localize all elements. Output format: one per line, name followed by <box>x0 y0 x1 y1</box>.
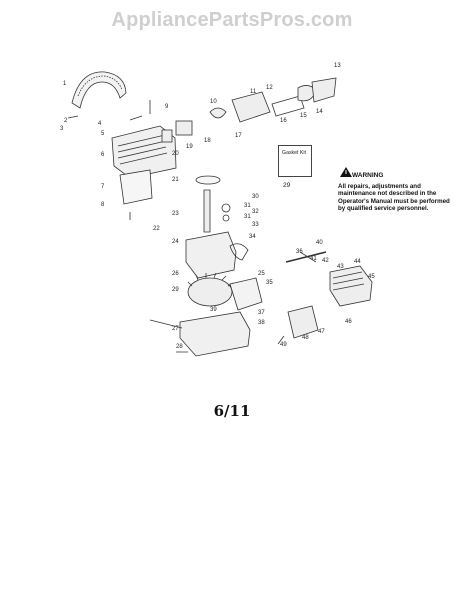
callout-31a: 31 <box>244 203 251 209</box>
callout-47: 47 <box>318 329 325 335</box>
callout-17: 17 <box>235 133 242 139</box>
crankcase-shape <box>185 231 237 279</box>
callout-35: 35 <box>266 280 273 286</box>
callout-37: 37 <box>258 310 265 316</box>
callout-32: 32 <box>252 209 259 215</box>
callout-24: 24 <box>172 239 179 245</box>
callout-12: 12 <box>266 85 273 91</box>
callout-3: 3 <box>60 126 64 132</box>
callout-21: 21 <box>172 177 179 183</box>
callout-42: 42 <box>322 258 329 264</box>
callout-22: 22 <box>153 226 160 232</box>
fuel-tank-shape <box>179 311 251 357</box>
callout-6: 6 <box>101 152 105 158</box>
callout-46: 46 <box>345 319 352 325</box>
callout-36: 36 <box>296 249 303 255</box>
callout-41: 41 <box>310 256 317 262</box>
callout-16: 16 <box>280 118 287 124</box>
bracket-shape <box>119 169 153 205</box>
callout-5: 5 <box>101 131 105 137</box>
warning-title: WARNING <box>352 172 384 179</box>
callout-20: 20 <box>172 151 179 157</box>
warning-body: All repairs, adjustments and maintenance… <box>338 183 450 213</box>
callout-38: 38 <box>258 320 265 326</box>
callout-8: 8 <box>101 202 105 208</box>
gasket-kit-number: 29 <box>283 182 291 189</box>
gasket-kit-box <box>278 145 312 177</box>
callout-44: 44 <box>354 259 361 265</box>
callout-10: 10 <box>210 99 217 105</box>
callout-2: 2 <box>64 118 68 124</box>
callout-23: 23 <box>172 211 179 217</box>
callout-7: 7 <box>101 184 105 190</box>
callout-34: 34 <box>249 234 256 240</box>
callout-14: 14 <box>316 109 323 115</box>
callout-4: 4 <box>98 121 102 127</box>
gasket-kit-label: Gasket Kit <box>282 150 306 156</box>
callout-18: 18 <box>204 138 211 144</box>
callout-43: 43 <box>337 264 344 270</box>
callout-39: 39 <box>210 307 217 313</box>
starter-handle-shape <box>71 71 127 109</box>
callout-11: 11 <box>250 89 257 95</box>
callout-31b: 31 <box>244 214 251 220</box>
callout-15: 15 <box>300 113 307 119</box>
site-watermark: AppliancePartsPros.com <box>111 9 353 31</box>
callout-27: 27 <box>172 326 179 332</box>
callout-19: 19 <box>186 144 193 150</box>
callout-30: 30 <box>252 194 259 200</box>
callout-33: 33 <box>252 222 259 228</box>
callout-13: 13 <box>334 63 341 69</box>
callout-40: 40 <box>316 240 323 246</box>
page-number: 6/11 <box>213 402 251 420</box>
callout-49: 49 <box>280 342 287 348</box>
callout-29-left: 29 <box>172 287 179 293</box>
callout-28: 28 <box>176 344 183 350</box>
callout-48: 48 <box>302 335 309 341</box>
callout-26: 26 <box>172 271 179 277</box>
callout-1: 1 <box>63 81 67 87</box>
callout-25: 25 <box>258 271 265 277</box>
callout-9: 9 <box>165 104 169 110</box>
callout-45: 45 <box>368 274 375 280</box>
